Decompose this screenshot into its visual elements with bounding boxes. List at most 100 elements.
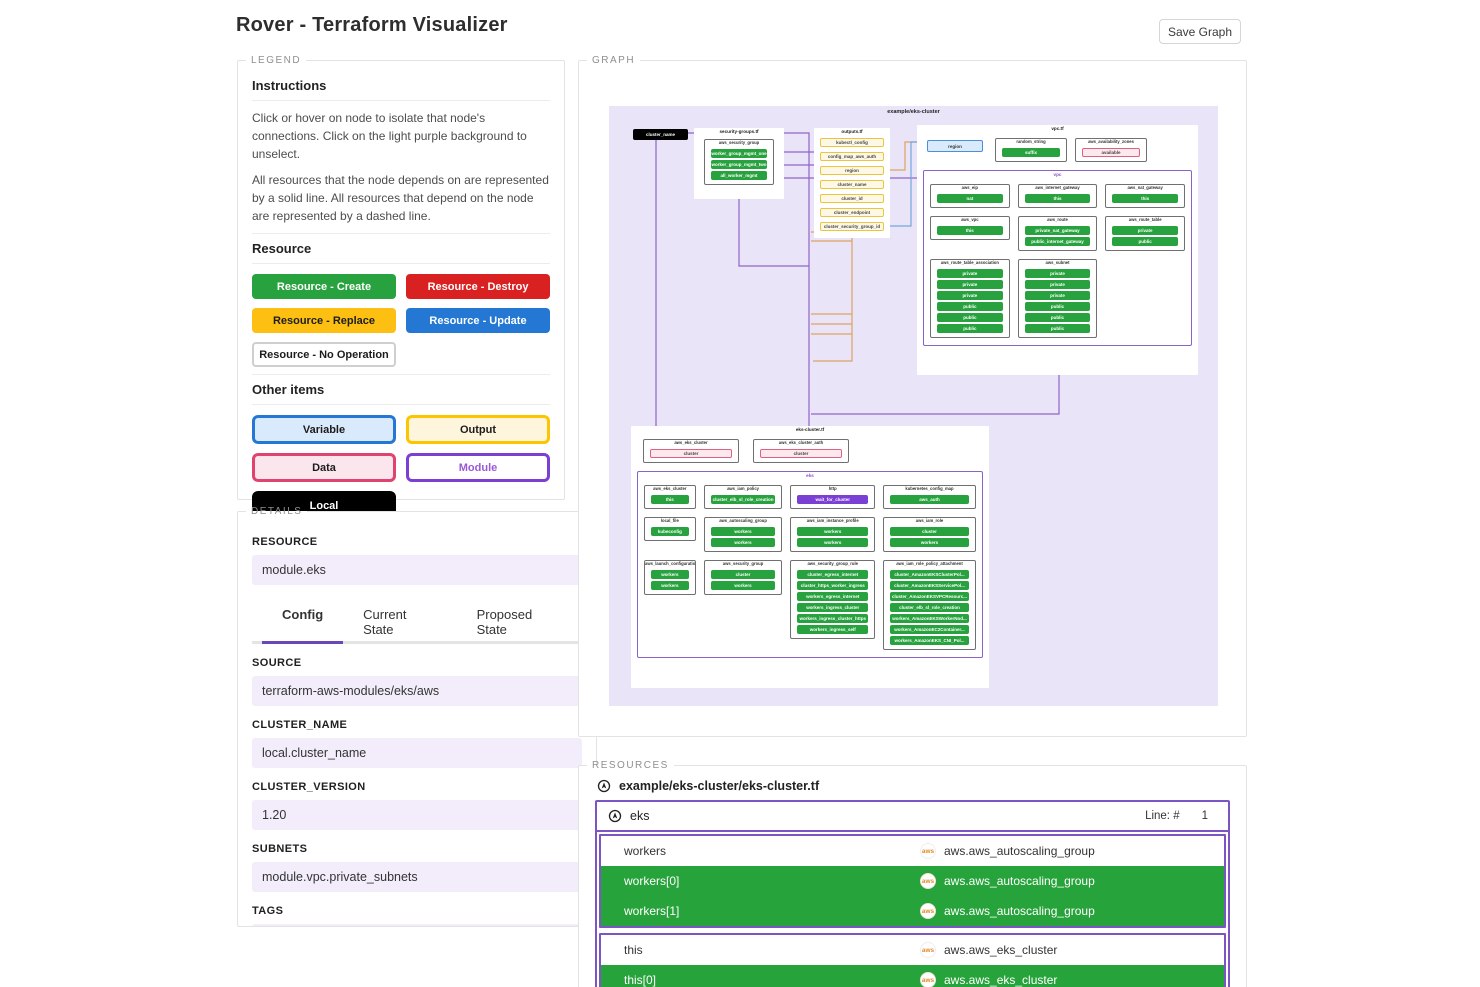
resource-type-text: aws.aws_autoscaling_group: [944, 904, 1095, 918]
graph-node-workers[interactable]: workers: [889, 538, 969, 547]
graph-node-cluster_https_worker_ingress[interactable]: cluster_https_worker_ingress: [797, 581, 868, 590]
graph-node-worker_group_mgmt_two[interactable]: worker_group_mgmt_two: [711, 160, 767, 169]
graph-node-nat[interactable]: nat: [937, 194, 1003, 203]
graph-node-kubeconfig[interactable]: kubeconfig: [651, 527, 689, 536]
graph-group-label: aws_iam_instance_profile: [806, 518, 859, 523]
graph-node-private[interactable]: private: [1024, 269, 1091, 278]
graph-node-cluster[interactable]: cluster: [889, 527, 969, 536]
graph-node-cluster_AmazonEKSServicePol...[interactable]: cluster_AmazonEKSServicePol...: [889, 581, 969, 590]
graph-node-private[interactable]: private: [1024, 280, 1091, 289]
legend-chip-noop: Resource - No Operation: [252, 342, 396, 367]
graph-node-this[interactable]: this: [651, 495, 689, 504]
graph-node-private[interactable]: private: [1112, 226, 1178, 235]
graph-node-cluster[interactable]: cluster: [760, 449, 842, 458]
graph-canvas[interactable]: example/eks-cluster cluster_name securit…: [609, 106, 1218, 706]
graph-node-cluster_AmazonEKSClusterPol...[interactable]: cluster_AmazonEKSClusterPol...: [889, 570, 969, 579]
tab-current-state[interactable]: Current State: [363, 607, 407, 637]
graph-node-all_worker_mgmt[interactable]: all_worker_mgmt: [711, 171, 767, 180]
graph-node-workers[interactable]: workers: [710, 581, 776, 590]
graph-node-region[interactable]: region: [927, 140, 983, 152]
graph-node-workers_AmazonEKS_CNI_Pol...[interactable]: workers_AmazonEKS_CNI_Pol...: [889, 636, 969, 645]
graph-node-available[interactable]: available: [1082, 148, 1140, 157]
graph-node-workers[interactable]: workers: [651, 581, 689, 590]
resource-module-row[interactable]: eks Line: # 1: [597, 802, 1228, 832]
graph-node-cluster_AmazonEKSVPCResourc...[interactable]: cluster_AmazonEKSVPCResourc...: [889, 592, 969, 601]
graph-node-cluster_id[interactable]: cluster_id: [820, 194, 884, 203]
graph-node-workers_AmazonEKSWorkerNod...[interactable]: workers_AmazonEKSWorkerNod...: [889, 614, 969, 623]
graph-node-workers[interactable]: workers: [797, 538, 868, 547]
graph-local-node-cluster_name[interactable]: cluster_name: [633, 129, 688, 140]
graph-node-cluster_egress_internet[interactable]: cluster_egress_internet: [797, 570, 868, 579]
graph-node-cluster_elb_sl_role_creation[interactable]: cluster_elb_sl_role_creation: [710, 495, 776, 504]
save-graph-button[interactable]: Save Graph: [1159, 19, 1241, 44]
graph-node-workers_egress_internet[interactable]: workers_egress_internet: [797, 592, 868, 601]
graph-node-workers[interactable]: workers: [710, 527, 776, 536]
graph-group-label: aws_iam_role_policy_attachment: [896, 561, 963, 566]
graph-group-label: kubernetes_config_map: [905, 486, 954, 491]
graph-group-label: aws_eks_cluster: [674, 440, 708, 445]
tab-proposed-state[interactable]: Proposed State: [476, 607, 533, 637]
divider: [252, 374, 550, 375]
graph-node-workers_ingress_cluster_https[interactable]: workers_ingress_cluster_https: [797, 614, 868, 623]
resource-file-row[interactable]: example/eks-cluster/eks-cluster.tf: [595, 771, 1230, 800]
graph-node-worker_group_mgmt_one[interactable]: worker_group_mgmt_one: [711, 149, 767, 158]
graph-group-label: aws_autoscaling_group: [719, 518, 767, 523]
graph-node-private[interactable]: private: [937, 291, 1003, 300]
graph-node-cluster[interactable]: cluster: [710, 570, 776, 579]
graph-node-public[interactable]: public: [937, 324, 1003, 333]
graph-file-label: vpc.tf: [1051, 126, 1064, 131]
graph-node-public[interactable]: public: [1112, 237, 1178, 246]
tab-config[interactable]: Config: [262, 601, 344, 644]
graph-node-workers[interactable]: workers: [651, 570, 689, 579]
graph-node-cluster[interactable]: cluster: [650, 449, 732, 458]
graph-node-region[interactable]: region: [820, 166, 884, 175]
graph-node-aws_auth[interactable]: aws_auth: [889, 495, 969, 504]
graph-node-public[interactable]: public: [937, 313, 1003, 322]
legend-chip-update: Resource - Update: [406, 308, 550, 333]
graph-title: example/eks-cluster: [887, 109, 940, 115]
graph-node-public_internet_gateway[interactable]: public_internet_gateway: [1024, 237, 1091, 246]
graph-node-workers[interactable]: workers: [797, 527, 868, 536]
graph-node-public[interactable]: public: [937, 302, 1003, 311]
graph-node-cluster_endpoint[interactable]: cluster_endpoint: [820, 208, 884, 217]
graph-node-public[interactable]: public: [1024, 324, 1091, 333]
graph-node-private[interactable]: private: [1024, 291, 1091, 300]
graph-node-private[interactable]: private: [937, 280, 1003, 289]
graph-node-private_nat_gateway[interactable]: private_nat_gateway: [1024, 226, 1091, 235]
graph-node-kubectl_config[interactable]: kubectl_config: [820, 138, 884, 147]
graph-node-workers_ingress_self[interactable]: workers_ingress_self: [797, 625, 868, 634]
graph-node-cluster_elb_sl_role_creation[interactable]: cluster_elb_sl_role_creation: [889, 603, 969, 612]
graph-node-config_map_aws_auth[interactable]: config_map_aws_auth: [820, 152, 884, 161]
graph-node-workers[interactable]: workers: [710, 538, 776, 547]
graph-node-cluster_name[interactable]: cluster_name: [820, 180, 884, 189]
graph-node-public[interactable]: public: [1024, 302, 1091, 311]
graph-node-private[interactable]: private: [937, 269, 1003, 278]
graph-node-suffix[interactable]: suffix: [1002, 148, 1060, 157]
field-value-tags: { "Environment": "training", "GithubOrg"…: [252, 924, 582, 926]
graph-node-public[interactable]: public: [1024, 313, 1091, 322]
graph-node-this[interactable]: this: [937, 226, 1003, 235]
graph-node-workers_ingress_cluster[interactable]: workers_ingress_cluster: [797, 603, 868, 612]
graph-node-wait_for_cluster[interactable]: wait_for_cluster: [797, 495, 868, 504]
graph-node-this[interactable]: this: [1024, 194, 1091, 203]
graph-node-workers_AmazonEC2Container...[interactable]: workers_AmazonEC2Container...: [889, 625, 969, 634]
graph-node-cluster_security_group_id[interactable]: cluster_security_group_id: [820, 222, 884, 231]
graph-node-this[interactable]: this: [1112, 194, 1178, 203]
